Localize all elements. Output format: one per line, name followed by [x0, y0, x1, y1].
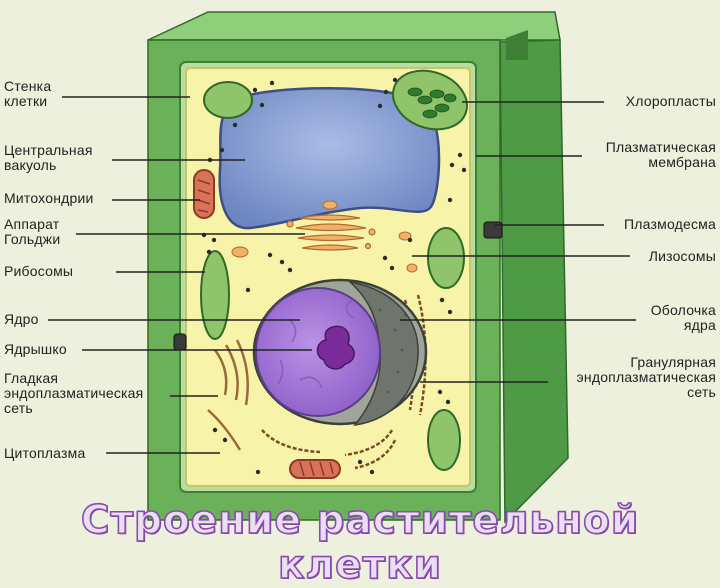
label-golgi: Аппарат Гольджи — [4, 216, 61, 247]
label-mitochondria: Митохондрии — [4, 190, 94, 206]
smooth-er — [207, 339, 249, 451]
label-nucleolus: Ядрышко — [4, 341, 67, 357]
label-cytoplasm: Цитоплазма — [4, 445, 86, 461]
label-nucleus: Ядро — [4, 311, 39, 327]
chloroplast-top-left — [203, 81, 253, 119]
chloroplast-bottom-right — [427, 409, 461, 471]
label-ribosomes: Рибосомы — [4, 263, 74, 279]
mitochondrion-bottom — [289, 459, 341, 479]
diagram-title: Строение растительной клетки — [80, 497, 640, 588]
chloroplast-right — [427, 227, 465, 289]
plant-cell-diagram — [48, 11, 636, 524]
rough-er — [261, 294, 427, 470]
plasmodesma-right — [483, 221, 503, 239]
chromatin — [277, 299, 355, 389]
vesicles — [231, 200, 418, 273]
leader-lines — [48, 96, 636, 454]
nucleolus — [316, 325, 355, 370]
label-plasmodesma: Плазмодесма — [624, 216, 716, 232]
label-lysosomes: Лизосомы — [648, 248, 716, 264]
label-chloroplasts: Хлоропласты — [625, 93, 716, 109]
golgi-apparatus — [286, 214, 376, 251]
label-plasma-membrane: Плазматическая мембрана — [605, 139, 716, 170]
label-cell-wall: Стенка клетки — [4, 78, 52, 109]
label-rough-er: Гранулярная эндоплазматическая сеть — [576, 354, 716, 400]
mitochondrion-left — [193, 169, 215, 219]
chloroplast-left — [200, 250, 230, 340]
ribosomes — [201, 77, 467, 475]
label-nuclear-envelope: Оболочка ядра — [650, 302, 716, 333]
plasmodesma-left — [173, 333, 187, 351]
label-smooth-er: Гладкая эндоплазматическая сеть — [4, 370, 144, 416]
label-central-vacuole: Центральная вакуоль — [4, 142, 93, 173]
chloroplast-top-right — [392, 69, 468, 131]
